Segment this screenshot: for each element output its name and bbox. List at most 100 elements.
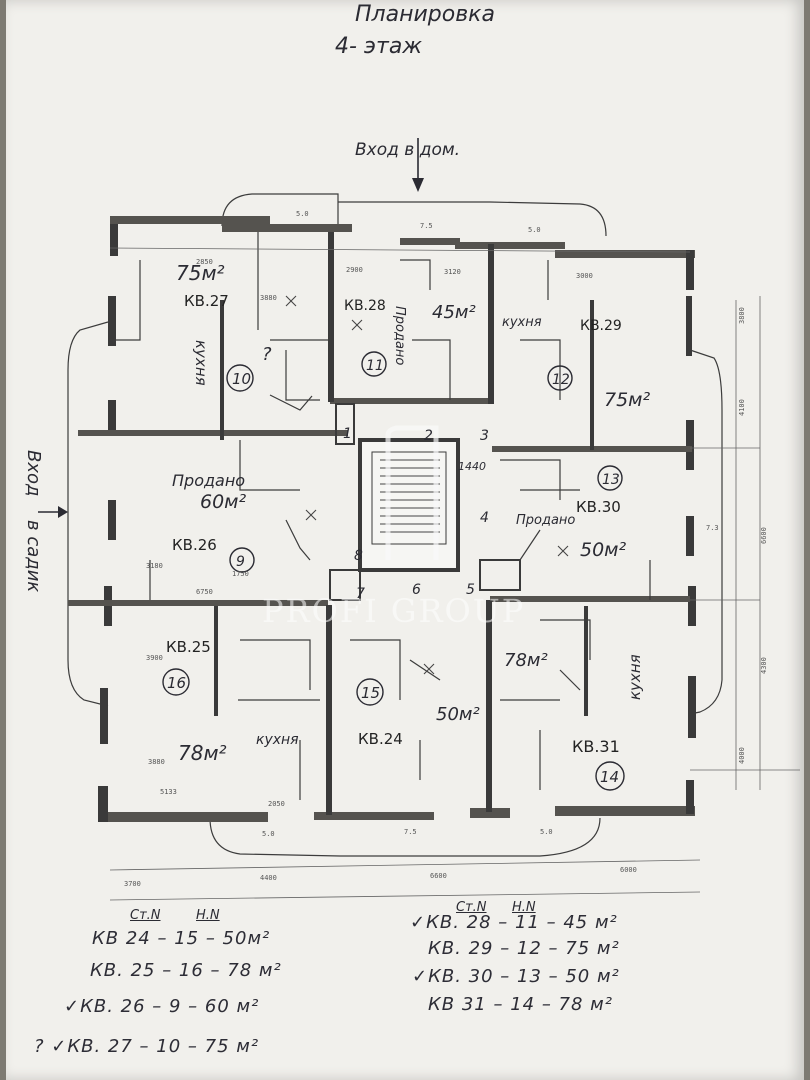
wall <box>98 812 268 822</box>
apartment-circle <box>361 351 387 377</box>
partition <box>239 440 300 491</box>
apartment-area-29: 75м² <box>604 389 651 411</box>
stair-number: 2 <box>424 428 433 444</box>
dimension-label: 5.0 <box>296 210 309 218</box>
dimension-label: 3700 <box>124 880 141 888</box>
apartment-circle <box>547 365 573 391</box>
dimension-label: 2900 <box>346 266 363 274</box>
wall <box>214 606 218 716</box>
dimension-label: 3880 <box>148 758 165 766</box>
wall <box>688 676 696 738</box>
partition <box>240 639 311 690</box>
apartment-circle <box>595 761 625 791</box>
apartment-number-11: 11 <box>366 358 384 374</box>
shaft <box>335 403 355 445</box>
apartment-label-28: КВ.28 <box>344 298 386 314</box>
shaft <box>329 569 361 601</box>
stair-flight <box>371 451 447 545</box>
watermark-text: PROFI GROUP <box>262 592 525 630</box>
dimension-label: 6000 <box>620 866 637 874</box>
dimension-label: 7.5 <box>404 828 417 836</box>
apartment-label-27: КВ.27 <box>184 292 229 310</box>
wall <box>110 216 118 256</box>
wall <box>68 600 328 606</box>
wall <box>686 250 694 290</box>
wall <box>326 605 332 815</box>
dimension-label: 3900 <box>146 654 163 662</box>
list-right-item: КВ 31 – 14 – 78 м² <box>428 994 613 1015</box>
apartment-number-10: 10 <box>232 370 251 388</box>
apartment-number-15: 15 <box>361 684 380 702</box>
apartment-area-24: 50м² <box>436 704 480 725</box>
door-swing <box>519 529 541 561</box>
apartment-label-30: КВ.30 <box>576 498 621 516</box>
wall <box>584 606 588 716</box>
partition <box>400 259 431 290</box>
wall <box>100 688 108 744</box>
list-left-item: КВ. 25 – 16 – 78 м² <box>90 960 282 981</box>
dimension-label: 2850 <box>196 258 213 266</box>
list-header-left-col2: Н.N <box>196 908 220 923</box>
dimension-label: 1440 <box>458 460 486 473</box>
stair-number: 4 <box>480 510 489 526</box>
dimension-label: 3880 <box>260 294 277 302</box>
wall <box>555 250 695 258</box>
dimension-label: 7.5 <box>420 222 433 230</box>
dimension-label: 2050 <box>268 800 285 808</box>
dimension-label: 5.0 <box>540 828 553 836</box>
dimension-label: 5.0 <box>262 830 275 838</box>
apartment-circle <box>356 678 384 706</box>
dimension-label: 7.3 <box>706 524 719 532</box>
wall <box>686 420 694 470</box>
partition <box>412 339 451 400</box>
list-header-left-col1: Ст.N <box>130 908 161 923</box>
wall <box>328 232 334 402</box>
dimension-label: 4300 <box>760 657 768 674</box>
dimension-label: 4000 <box>738 747 746 764</box>
partition <box>500 459 561 500</box>
room-marks <box>285 295 569 675</box>
list-left-item: ✓КВ. 26 – 9 – 60 м² <box>64 996 260 1017</box>
arrow-head-icon <box>58 506 68 518</box>
door-swing <box>285 519 311 561</box>
apartment-label-29: КВ.29 <box>580 318 622 334</box>
shaft <box>479 559 521 591</box>
wall <box>98 786 108 822</box>
wall <box>555 806 695 816</box>
apartment-circle <box>597 465 623 491</box>
stair-number: 1 <box>343 426 352 442</box>
wall <box>488 244 494 404</box>
dimension-label: 6750 <box>196 588 213 596</box>
list-right-item: КВ. 29 – 12 – 75 м² <box>428 938 620 959</box>
balcony-top-right <box>338 201 607 237</box>
door-swing <box>559 669 581 691</box>
partition <box>110 260 141 341</box>
bay-left <box>67 321 109 707</box>
apartment-label-26: КВ.26 <box>172 536 217 554</box>
bay-right <box>689 349 723 715</box>
wall <box>490 596 690 602</box>
apartment-number-14: 14 <box>600 768 619 786</box>
sold-note: Продано <box>392 306 407 365</box>
kitchen-note: кухня <box>192 340 210 386</box>
stair-number: 8 <box>354 548 363 564</box>
apartment-label-25: КВ.25 <box>166 638 211 656</box>
wall <box>314 812 434 820</box>
apartment-area-31: 78м² <box>504 650 548 671</box>
apartment-circle <box>226 364 254 392</box>
plan-title: Планировка <box>355 2 495 27</box>
wall <box>455 242 565 249</box>
dimension-lines <box>109 247 800 901</box>
apartment-area-30: 50м² <box>580 539 627 561</box>
apartment-circle <box>229 547 255 573</box>
partition <box>270 300 331 341</box>
wall <box>330 398 490 404</box>
wall <box>686 296 692 356</box>
dimension-label: 4100 <box>738 399 746 416</box>
sold-note: Продано <box>516 513 575 528</box>
sold-note: Продано <box>172 471 245 490</box>
apartment-area-28: 45м² <box>432 302 476 323</box>
wall <box>686 780 694 814</box>
wall <box>220 300 224 440</box>
